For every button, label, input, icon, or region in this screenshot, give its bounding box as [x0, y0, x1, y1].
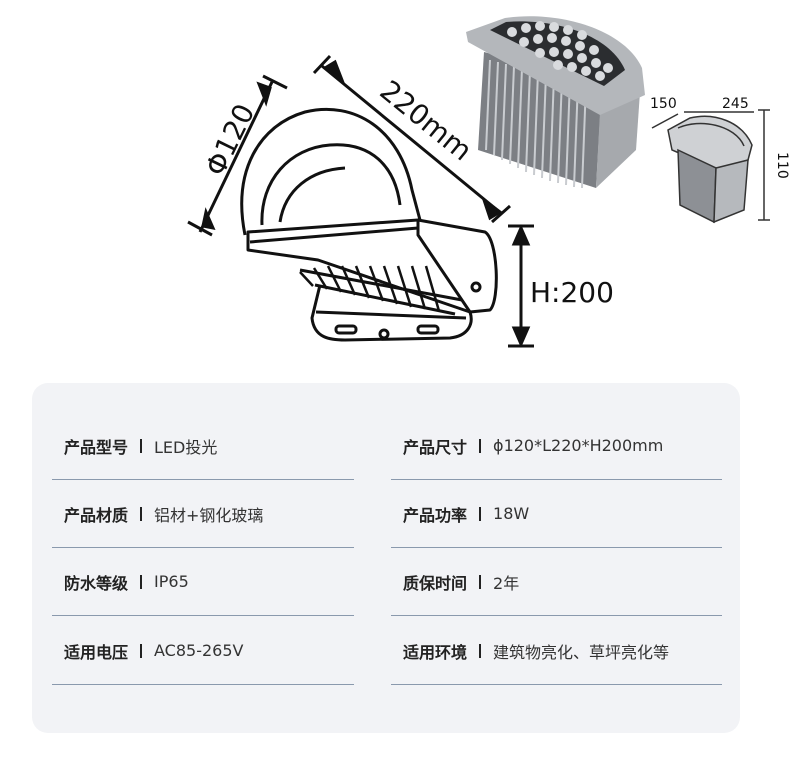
spec-row-environment: 适用环境 建筑物亮化、草坪亮化等: [391, 617, 722, 685]
spec-label: 产品尺寸: [403, 437, 468, 457]
product-figure: Φ120 220mm H:200: [0, 0, 790, 370]
small-sketch: [651, 109, 770, 224]
separator: [140, 643, 143, 658]
spec-label: 适用电压: [64, 642, 129, 662]
spec-label: 质保时间: [403, 573, 468, 593]
dimension-lines: [187, 54, 534, 348]
product-drawing: Φ120 220mm H:200: [187, 16, 790, 348]
spec-row-warranty: 质保时间 2年: [391, 548, 722, 616]
small-w1-label: 150: [650, 96, 677, 112]
spec-row-material: 产品材质 铝材+钢化玻璃: [52, 480, 354, 548]
small-w2-label: 245: [722, 96, 749, 112]
separator: [479, 506, 482, 521]
spec-label: 产品功率: [403, 505, 468, 525]
spec-value: 建筑物亮化、草坪亮化等: [493, 642, 670, 662]
separator: [479, 574, 482, 589]
separator: [140, 574, 143, 589]
spec-value: LED投光: [154, 437, 218, 457]
fin-lines: [299, 265, 441, 312]
spec-value: AC85-265V: [154, 641, 244, 660]
spec-label: 防水等级: [64, 573, 129, 593]
separator: [140, 506, 143, 521]
spec-label: 适用环境: [403, 642, 468, 662]
spec-card: 产品型号 LED投光 产品材质 铝材+钢化玻璃 防水等级 IP65 适用电压 A…: [32, 383, 740, 733]
spec-value: 铝材+钢化玻璃: [154, 505, 264, 525]
small-h-label: 110: [774, 152, 790, 179]
spec-row-power: 产品功率 18W: [391, 480, 722, 548]
spec-value: IP65: [154, 572, 189, 591]
spec-label: 产品型号: [64, 437, 129, 457]
separator: [479, 643, 482, 658]
spec-row-voltage: 适用电压 AC85-265V: [52, 617, 354, 685]
separator: [479, 438, 482, 453]
spec-row-waterproof: 防水等级 IP65: [52, 548, 354, 616]
spec-label: 产品材质: [64, 505, 129, 525]
spec-value: 18W: [493, 504, 530, 523]
height-label: H:200: [530, 276, 614, 309]
product-photo: [466, 16, 645, 189]
diameter-label: Φ120: [199, 99, 262, 181]
separator: [140, 438, 143, 453]
lamp-line-drawing: [240, 107, 498, 342]
spec-value: ϕ120*L220*H200mm: [493, 436, 664, 455]
spec-row-size: 产品尺寸 ϕ120*L220*H200mm: [391, 412, 722, 480]
spec-row-model: 产品型号 LED投光: [52, 412, 354, 480]
spec-value: 2年: [493, 573, 520, 593]
